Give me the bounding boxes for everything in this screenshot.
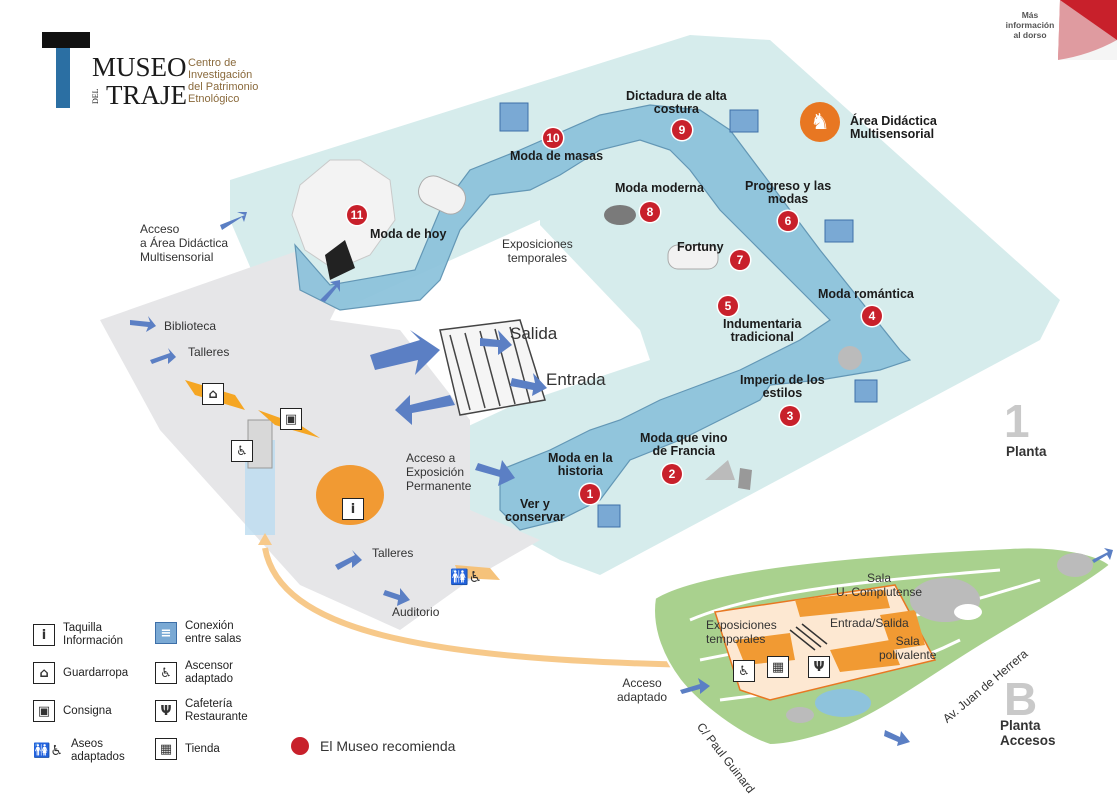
room-number-3: 3 (780, 406, 800, 426)
floor-plate-grey (100, 250, 540, 630)
workshops-top-label: Talleres (188, 345, 230, 359)
logo-mark (42, 32, 90, 108)
gift-icon: ▦ (767, 656, 789, 678)
cutlery-icon: Ψ (155, 700, 177, 722)
fortuny-capsule (667, 244, 719, 270)
entrance-exit-label: Entrada/Salida (830, 616, 909, 630)
room-label-4: Moda romántica (818, 287, 914, 301)
wheelchair-icon: ♿ (231, 440, 253, 462)
room-number-6: 6 (778, 211, 798, 231)
hanger-icon: ⌂ (202, 383, 224, 405)
room-number-4: 4 (862, 306, 882, 326)
room-number-11: 11 (347, 205, 367, 225)
didactic-area-label: Área Didáctica Multisensorial (850, 114, 937, 141)
stairs (439, 319, 546, 416)
logo-subtitle: Centro de Investigación del Patrimonio E… (188, 57, 259, 105)
room-number-8: 8 (640, 202, 660, 222)
toilets-icon: 🚻♿ (33, 743, 63, 759)
room-label-11: Moda de hoy (370, 227, 447, 241)
hanger-icon: ⌂ (33, 662, 55, 684)
logo-word-traje: TRAJE (106, 80, 187, 110)
dome-shape (291, 159, 396, 271)
room-number-2: 2 (662, 464, 682, 484)
room-number-9: 9 (672, 120, 692, 140)
connection-arrow (262, 547, 701, 668)
legend-recommend-dot (291, 737, 309, 755)
legend-tienda: ▦ Tienda (155, 738, 220, 760)
dome-dark (325, 240, 355, 280)
floor-number-1: 1 (1004, 395, 1030, 447)
connection-icon: ≡ (155, 622, 177, 644)
room-number-1: 1 (580, 484, 600, 504)
didactic-area-icon: ♞ (800, 102, 840, 142)
library-label: Biblioteca (164, 319, 217, 333)
logo-word-museo: MUSEO (92, 52, 187, 82)
gift-icon: ▦ (155, 738, 177, 760)
legend-recommend: El Museo recomienda (320, 738, 456, 754)
info-icon: i (342, 498, 364, 520)
room-label-8: Moda moderna (615, 181, 704, 195)
auditorium-label: Auditorio (392, 605, 440, 619)
exit-label: Salida (510, 324, 558, 343)
more-info-note[interactable]: Más información al dorso (1005, 10, 1055, 40)
floor-plate-teal (230, 35, 1060, 575)
room-label-10: Moda de masas (510, 149, 604, 163)
locker-icon: ▣ (33, 700, 55, 722)
room-number-7: 7 (730, 250, 750, 270)
cutlery-icon: Ψ (808, 656, 830, 678)
room-label-7: Fortuny (677, 240, 724, 254)
floor-label-1: Planta (1006, 444, 1047, 459)
legend-guardarropa: ⌂ Guardarropa (33, 662, 128, 684)
room-number-10: 10 (543, 128, 563, 148)
floor-letter-b: B (1004, 673, 1038, 725)
toilets-icon: 🚻♿ (450, 568, 483, 586)
room-number-5: 5 (718, 296, 738, 316)
connection-markers (499, 102, 878, 528)
info-icon: i (33, 624, 55, 646)
locker-icon: ▣ (280, 408, 302, 430)
workshops-bottom-label: Talleres (372, 546, 414, 560)
elevator-icon: ♿ (155, 662, 177, 684)
capsule-shape (418, 175, 466, 215)
logo-word-del: DEL (91, 88, 100, 104)
entrance-label: Entrada (546, 370, 606, 389)
flow-arrows (130, 212, 547, 606)
legend-consigna: ▣ Consigna (33, 700, 112, 722)
wheelchair-icon: ♿ (733, 660, 755, 682)
